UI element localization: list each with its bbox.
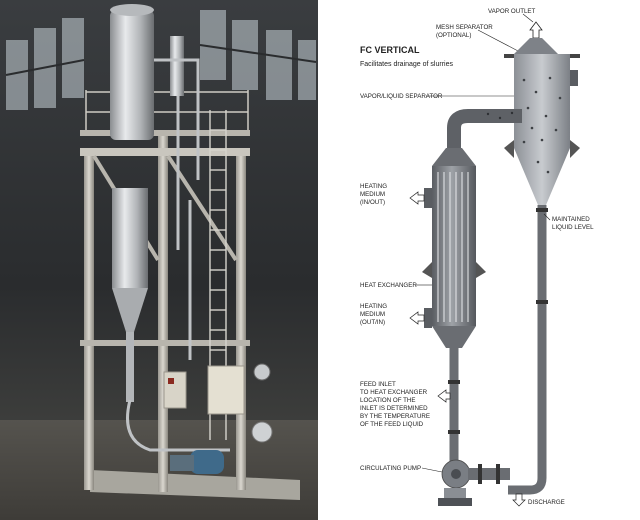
feed-inlet-arrow xyxy=(437,389,451,403)
gauge xyxy=(253,363,271,381)
label-feed-inlet-1: FEED INLET xyxy=(360,381,396,388)
process-diagram: FC VERTICAL Facilitates drainage of slur… xyxy=(360,8,594,507)
label-heating-out-1: HEATING xyxy=(360,303,387,310)
heat-exchanger-photo xyxy=(112,188,148,402)
label-feed-inlet-5: BY THE TEMPERATURE xyxy=(360,413,430,420)
label-maintained-level: MAINTAINED xyxy=(552,216,590,223)
heat-exchanger-diagram xyxy=(422,148,486,348)
label-mesh-separator-optional: (OPTIONAL) xyxy=(436,32,471,39)
label-heating-out-2: MEDIUM xyxy=(360,311,385,318)
separator-vessel-diagram xyxy=(504,38,580,205)
diagram-title: FC VERTICAL xyxy=(360,45,420,55)
pump-motor xyxy=(170,421,273,474)
separator-vessel xyxy=(110,4,184,140)
label-mesh-separator: MESH SEPARATOR xyxy=(436,24,493,31)
label-circulating-pump: CIRCULATING PUMP xyxy=(360,465,421,472)
label-heating-in-1: HEATING xyxy=(360,183,387,190)
heating-medium-in-arrow xyxy=(409,191,425,205)
label-heating-in-2: MEDIUM xyxy=(360,191,385,198)
downcomer-pipe xyxy=(508,205,547,495)
label-heating-out-3: (OUT/IN) xyxy=(360,319,385,326)
label-vapor-outlet: VAPOR OUTLET xyxy=(488,8,536,15)
label-feed-inlet-2: TO HEAT EXCHANGER xyxy=(360,389,428,396)
label-discharge: DISCHARGE xyxy=(528,499,565,506)
label-feed-inlet-4: INLET IS DETERMINED xyxy=(360,405,428,412)
label-heat-exchanger: HEAT EXCHANGER xyxy=(360,282,417,289)
diagram-subtitle: Facilitates drainage of slurries xyxy=(360,61,453,68)
label-vapor-liquid-separator: VAPOR/LIQUID SEPARATOR xyxy=(360,93,443,100)
vapor-outlet-arrow xyxy=(529,21,543,39)
discharge-arrow xyxy=(512,493,526,507)
label-feed-inlet-6: OF THE FEED LIQUID xyxy=(360,421,424,428)
heating-medium-out-arrow xyxy=(409,311,425,325)
circulating-pump xyxy=(438,459,510,506)
label-feed-inlet-3: LOCATION OF THE xyxy=(360,397,415,404)
label-liquid-level: LIQUID LEVEL xyxy=(552,224,594,231)
return-pipe xyxy=(447,109,522,148)
skid-base xyxy=(90,470,300,500)
control-panel xyxy=(163,365,245,415)
evaporator-photo xyxy=(0,0,318,520)
factory-windows xyxy=(6,10,316,110)
label-heating-in-3: (IN/OUT) xyxy=(360,199,385,206)
piping xyxy=(126,58,230,452)
